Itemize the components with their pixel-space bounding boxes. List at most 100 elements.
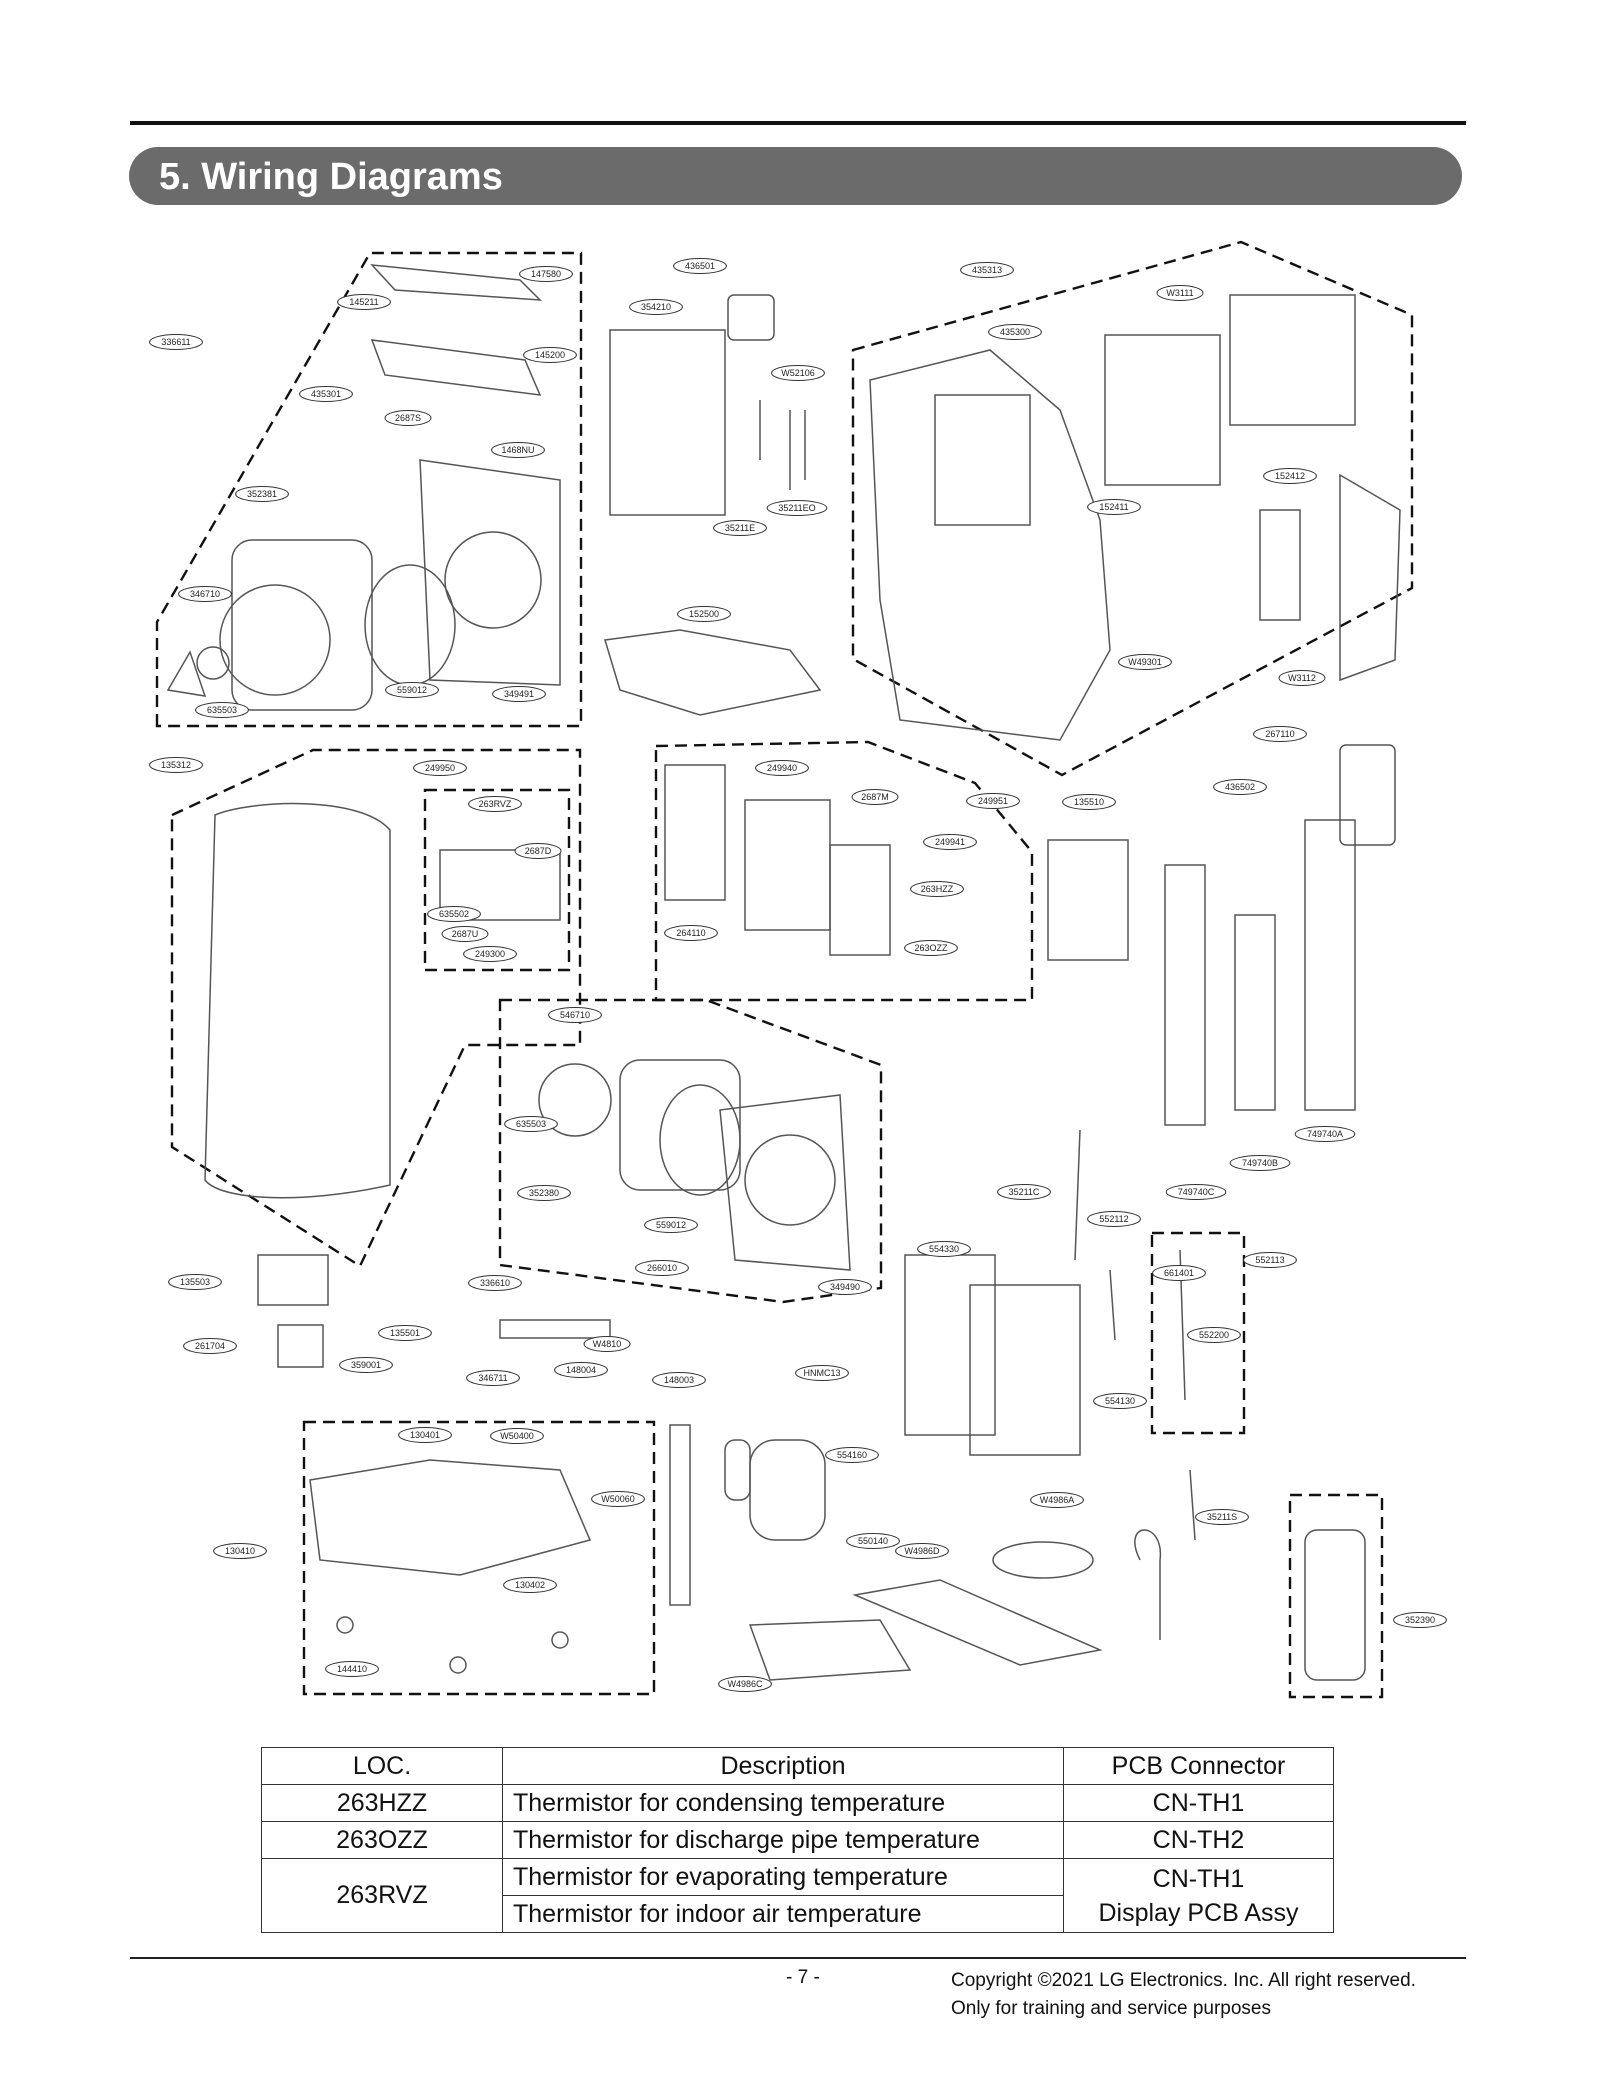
- callout-label: 346711: [466, 1370, 520, 1386]
- callout-oval: [1243, 1252, 1297, 1268]
- callout-label: 263OZZ: [904, 940, 958, 956]
- callout-label: 35211EO: [766, 500, 828, 516]
- callout-label: 144410: [325, 1661, 379, 1677]
- base-pan-part: [604, 629, 822, 716]
- callout-oval: [629, 299, 683, 315]
- row-description: Thermistor for evaporating temperature: [502, 1858, 1064, 1896]
- callout-text: 436502: [1225, 782, 1255, 792]
- motor-pulley-part: [196, 646, 230, 680]
- callout-text: 546710: [560, 1010, 590, 1020]
- callout-text: W50060: [601, 1494, 635, 1504]
- group-outline-top-right: [851, 240, 1414, 777]
- callout-oval: [149, 757, 203, 773]
- callout-text: 145211: [349, 297, 378, 307]
- callout-text: 263HZZ: [921, 884, 954, 894]
- callout-label: 435300: [988, 324, 1042, 340]
- copyright-text: Copyright ©2021 LG Electronics. Inc. All…: [951, 1970, 1416, 1991]
- callout-label: 1468NU: [491, 442, 545, 458]
- callout-oval: [523, 347, 577, 363]
- lower-scroll-part: [619, 1059, 741, 1191]
- callout-label: 554160: [825, 1447, 879, 1463]
- callout-text: 145200: [535, 350, 565, 360]
- callout-text: 435313: [972, 265, 1002, 275]
- callout-text: 749740C: [1178, 1187, 1215, 1197]
- section-banner: 5. Wiring Diagrams: [129, 147, 1462, 205]
- callout-oval: [851, 789, 899, 805]
- callout-label: 552113: [1243, 1252, 1297, 1268]
- header-loc: LOC.: [261, 1747, 503, 1785]
- callout-oval: [966, 793, 1020, 809]
- callout-text: 152411: [1099, 502, 1128, 512]
- callout-text: 552113: [1255, 1255, 1284, 1265]
- capacitor-part: [277, 1324, 324, 1368]
- remote-control-part: [1339, 744, 1396, 846]
- callout-label: 352381: [235, 486, 289, 502]
- callout-text: 352381: [247, 489, 277, 499]
- callout-label: 2687M: [851, 789, 899, 805]
- callout-oval: [677, 606, 731, 622]
- callout-text: 249941: [935, 837, 965, 847]
- compressor-part: [749, 1439, 826, 1541]
- callout-text: 349491: [504, 689, 534, 699]
- motor-mount-part: [166, 650, 207, 697]
- caster-part-3: [551, 1631, 569, 1649]
- callout-label: 249941: [923, 834, 977, 850]
- blower-wheel-part: [364, 564, 456, 686]
- callout-oval: [492, 686, 546, 702]
- callout-text: 249940: [767, 763, 797, 773]
- callout-text: 346711: [478, 1373, 507, 1383]
- callout-text: 435301: [311, 389, 341, 399]
- caster-part-2: [449, 1656, 467, 1674]
- row-pcb: CN-TH1 Display PCB Assy: [1063, 1858, 1334, 1933]
- header-description: Description: [502, 1747, 1064, 1785]
- insulation-pad-part: [992, 1541, 1094, 1579]
- callout-text: 635503: [207, 705, 237, 715]
- callout-label: W49301: [1118, 654, 1172, 670]
- callout-text: 550140: [858, 1536, 888, 1546]
- callout-text: 130402: [515, 1580, 545, 1590]
- callout-label: W52106: [771, 365, 825, 381]
- callout-oval: [652, 1372, 706, 1388]
- callout-oval: [1393, 1612, 1447, 1628]
- callout-text: 2687S: [395, 413, 421, 423]
- callout-label: 263RVZ: [468, 796, 522, 812]
- thermistor-table: LOC. Description PCB Connector 263HZZ Th…: [261, 1747, 1334, 1933]
- callout-label: 554130: [1093, 1393, 1147, 1409]
- table-row: 263HZZ Thermistor for condensing tempera…: [261, 1784, 1334, 1822]
- window-panel-part-c: [1304, 819, 1356, 1111]
- scroll-ring-part: [444, 531, 542, 629]
- callout-oval: [441, 926, 489, 942]
- callout-label: 435301: [299, 386, 353, 402]
- callout-oval: [398, 1427, 452, 1443]
- callout-text: W4986A: [1040, 1495, 1075, 1505]
- small-filter-part: [1259, 509, 1301, 621]
- callout-label: 749740B: [1229, 1155, 1291, 1171]
- lower-bracket-ring-part: [744, 1134, 836, 1226]
- terminal-box-part: [1047, 839, 1129, 961]
- rear-grille-part: [934, 394, 1031, 526]
- pipe-part: [759, 400, 806, 490]
- drain-tube-part: [669, 1424, 691, 1606]
- callout-oval: [1093, 1393, 1147, 1409]
- callout-text: 336611: [161, 337, 190, 347]
- callout-label: W3111: [1156, 285, 1204, 301]
- callout-text: 249950: [425, 763, 455, 773]
- window-panel-part-b: [1234, 914, 1276, 1111]
- callout-text: 661401: [1164, 1268, 1194, 1278]
- callout-text: 749740B: [1242, 1158, 1278, 1168]
- row-loc: 263RVZ: [261, 1858, 503, 1933]
- callout-text: 135312: [161, 760, 191, 770]
- callout-label: 130402: [503, 1577, 557, 1593]
- row-description: Thermistor for discharge pipe temperatur…: [502, 1821, 1064, 1859]
- callout-label: HNMC13: [795, 1365, 849, 1381]
- callout-label: 135501: [378, 1325, 432, 1341]
- callout-oval: [195, 702, 249, 718]
- callout-oval: [149, 334, 203, 350]
- callout-label: 559012: [385, 682, 439, 698]
- callout-label: 635503: [195, 702, 249, 718]
- callout-oval: [504, 1116, 558, 1132]
- callout-oval: [178, 586, 232, 602]
- callout-oval: [384, 410, 432, 426]
- callout-text: 1468NU: [501, 445, 534, 455]
- callout-text: 349490: [830, 1282, 860, 1292]
